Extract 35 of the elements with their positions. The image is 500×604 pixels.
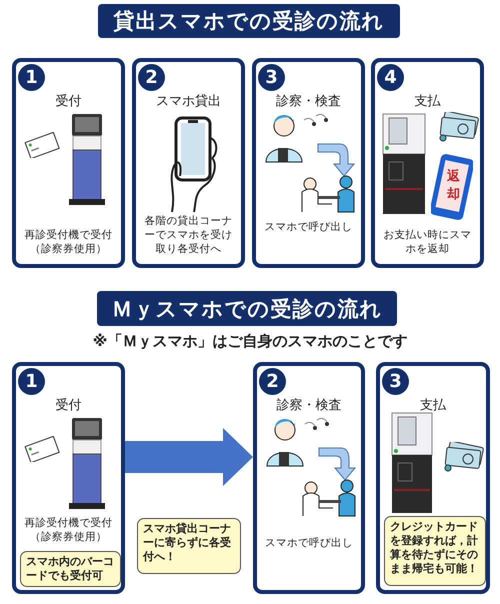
step-number: 3 <box>258 64 285 91</box>
step-heading: 受付 <box>54 93 82 110</box>
step-description: 各階の貸出コーナーでスマホを受け取り各受付へ <box>144 214 234 256</box>
step-heading: 診察・検査 <box>275 93 342 110</box>
note-callout: スマホ貸出コーナーに寄らずに各受付へ！ <box>137 518 241 574</box>
step-heading: 支払 <box>414 93 442 110</box>
step-heading: 受付 <box>54 397 82 414</box>
heading-banner: Ｍｙスマホでの受診の流れ <box>97 291 397 326</box>
step-description: お支払い時にスマホを返却 <box>382 228 472 256</box>
step-number: 3 <box>382 368 409 395</box>
step-card <box>376 362 490 594</box>
step-heading: 診察・検査 <box>276 397 342 414</box>
step-card <box>253 362 365 594</box>
step-number: 2 <box>138 64 165 91</box>
step-card <box>252 58 365 268</box>
note-text: ※「Ｍｙスマホ」はご自身のスマホのことです <box>92 332 408 351</box>
note-callout: スマホ内のバーコードでも受付可 <box>20 551 121 587</box>
step-card <box>12 58 125 268</box>
phone-screen-text: 返却 <box>447 168 461 204</box>
step-description: 再診受付機で受付（診察券使用） <box>24 516 114 544</box>
step-card <box>371 58 484 268</box>
block-arrow <box>125 428 253 486</box>
step-heading: スマホ貸出 <box>155 93 222 110</box>
step-description: 再診受付機で受付（診察券使用） <box>24 228 114 256</box>
step-card <box>132 58 245 268</box>
step-description: スマホで呼び出し <box>264 536 354 550</box>
step-number: 2 <box>259 368 286 395</box>
step-card <box>12 362 125 594</box>
step-number: 1 <box>18 64 45 91</box>
heading-banner: 貸出スマホでの受診の流れ <box>98 4 400 38</box>
note-callout: クレジットカードを登録すれば，計算を待たずにそのまま帰宅も可能！ <box>384 516 486 586</box>
step-heading: 支払 <box>419 397 447 414</box>
step-number: 1 <box>18 368 45 395</box>
step-description: スマホで呼び出し <box>264 220 354 234</box>
step-number: 4 <box>377 64 404 91</box>
